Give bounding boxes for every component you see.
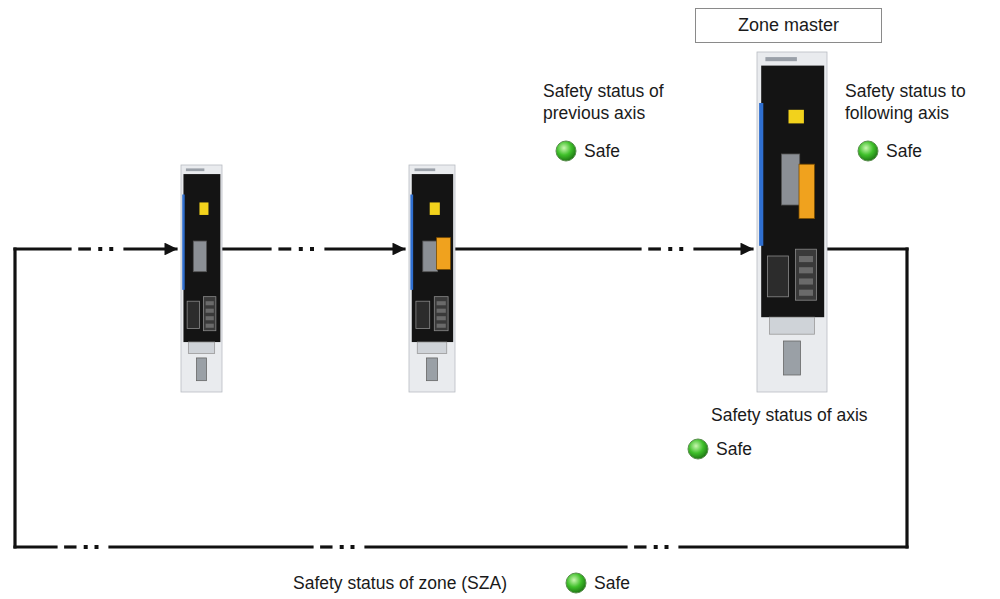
wire-dot	[679, 247, 683, 251]
loop-wire	[680, 545, 907, 548]
status-led	[858, 141, 878, 161]
module-part	[206, 324, 214, 328]
wire-dot	[299, 247, 303, 251]
loop-wire	[827, 247, 907, 250]
module-part	[416, 301, 430, 328]
wire-dash	[634, 545, 646, 548]
module-part	[204, 297, 216, 331]
module-part	[768, 256, 789, 297]
module-part	[799, 290, 813, 296]
module-part	[782, 154, 800, 205]
node-title: Zone master	[728, 15, 849, 36]
wire-dash	[278, 247, 291, 250]
loop-wire	[13, 249, 16, 547]
module-part	[789, 110, 804, 124]
loop-wire	[695, 247, 752, 250]
status-caption: Safety status of previous axis	[543, 80, 693, 124]
module-part	[799, 278, 813, 284]
drive-module	[757, 52, 827, 392]
module-part	[437, 316, 446, 320]
loop-wire	[222, 247, 270, 250]
loop-wire	[905, 249, 908, 547]
status-value: Safe	[594, 572, 654, 594]
module-part	[193, 241, 206, 272]
wire-dot	[351, 545, 355, 549]
module-part	[181, 165, 222, 392]
module-part	[197, 358, 207, 381]
drive-module	[409, 165, 455, 392]
status-value: Safe	[886, 140, 946, 162]
status-led	[566, 573, 586, 593]
loop-wire	[326, 247, 404, 250]
module-part	[434, 297, 448, 331]
wire-dot	[668, 247, 672, 251]
module-part	[799, 256, 813, 262]
status-leds	[556, 141, 878, 593]
module-part	[182, 195, 184, 290]
wire-dot	[98, 247, 102, 251]
status-caption: Safety status of axis	[711, 404, 911, 426]
wire-dot	[340, 545, 344, 549]
safety-loop-wire	[15, 247, 907, 549]
module-part	[199, 202, 208, 214]
module-part	[410, 195, 413, 290]
wire-dot	[84, 545, 88, 549]
wire-dash	[648, 247, 661, 250]
module-part	[417, 342, 446, 353]
zone-master-box: Zone master	[695, 8, 882, 43]
module-part	[757, 52, 827, 392]
wire-dash	[320, 545, 332, 548]
module-part	[426, 358, 437, 381]
module-part	[761, 66, 824, 318]
module-part	[765, 57, 797, 61]
module-part	[409, 165, 455, 392]
module-part	[430, 202, 440, 214]
module-part	[799, 164, 814, 218]
wire-dot	[310, 247, 314, 251]
loop-wire	[125, 247, 176, 250]
module-part	[799, 267, 813, 273]
status-led	[556, 141, 576, 161]
status-caption: Safety status of zone (SZA)	[293, 572, 563, 594]
status-caption: Safety status to following axis	[845, 80, 995, 124]
module-part	[437, 324, 446, 328]
module-part	[188, 342, 214, 353]
module-part	[206, 309, 214, 313]
module-part	[437, 301, 446, 305]
status-value: Safe	[716, 438, 776, 460]
module-part	[784, 341, 801, 375]
module-part	[415, 168, 436, 171]
loop-wire	[110, 545, 312, 548]
loop-wire	[15, 545, 56, 548]
status-led	[688, 439, 708, 459]
module-part	[187, 301, 199, 328]
wire-dot	[95, 545, 99, 549]
module-part	[796, 249, 817, 300]
module-part	[183, 174, 220, 342]
module-part	[759, 103, 763, 246]
module-part	[186, 168, 204, 171]
module-part	[206, 301, 214, 305]
wire-dot	[665, 545, 669, 549]
module-part	[437, 238, 451, 270]
drive-module	[181, 165, 222, 392]
loop-wire	[366, 545, 626, 548]
drive-devices	[181, 52, 827, 392]
wire-dash	[64, 545, 76, 548]
module-part	[770, 317, 815, 334]
module-part	[412, 174, 453, 342]
module-part	[423, 241, 438, 272]
status-value: Safe	[584, 140, 644, 162]
loop-wire	[455, 247, 640, 250]
wire-dot	[654, 545, 658, 549]
wire-dot	[109, 247, 113, 251]
module-part	[206, 316, 214, 320]
wire-dash	[78, 247, 91, 250]
module-part	[437, 309, 446, 313]
loop-wire	[15, 247, 70, 250]
